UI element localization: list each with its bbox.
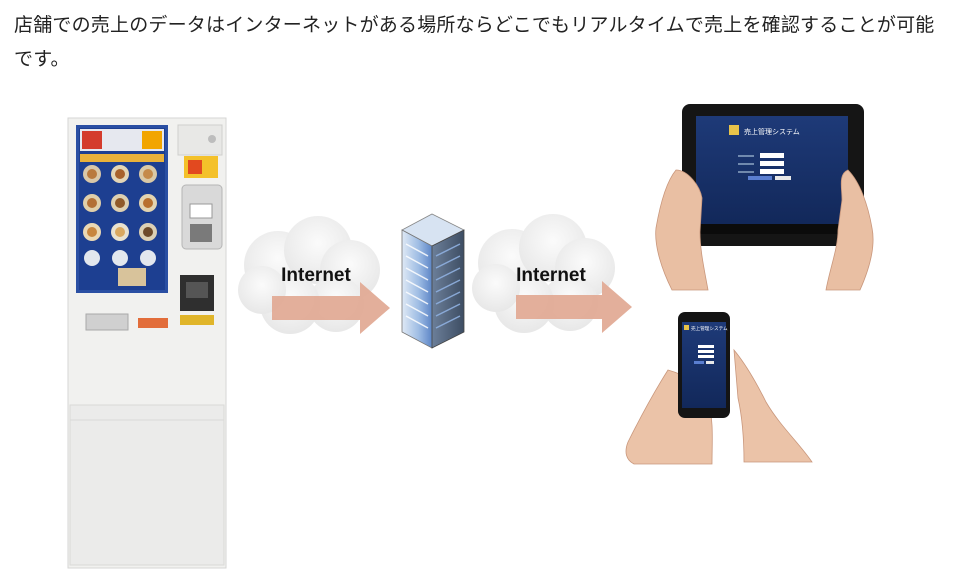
tablet-device: 売上管理システム xyxy=(682,104,864,246)
arrow-to-server xyxy=(272,282,390,334)
system-logo-icon xyxy=(729,125,739,135)
hands-holding-tablet xyxy=(655,169,874,291)
ticket-vending-machine xyxy=(67,117,227,569)
smartphone-device: 売上管理システム xyxy=(678,312,730,418)
internet-label-1: Internet xyxy=(281,265,351,286)
tablet-system-title: 売上管理システム xyxy=(744,127,800,136)
phone-logo-icon xyxy=(684,325,689,330)
internet-label-2: Internet xyxy=(516,265,586,286)
internet-cloud-1: Internet xyxy=(238,216,390,334)
description-text: 店舗での売上のデータはインターネットがある場所ならどこでもリアルタイムで売上を確… xyxy=(14,14,935,70)
menu-grid xyxy=(80,154,164,286)
arrow-to-devices xyxy=(516,281,632,333)
server-building-icon xyxy=(401,213,465,349)
phone-system-title: 売上管理システム xyxy=(691,325,728,332)
internet-cloud-2: Internet xyxy=(472,214,632,333)
